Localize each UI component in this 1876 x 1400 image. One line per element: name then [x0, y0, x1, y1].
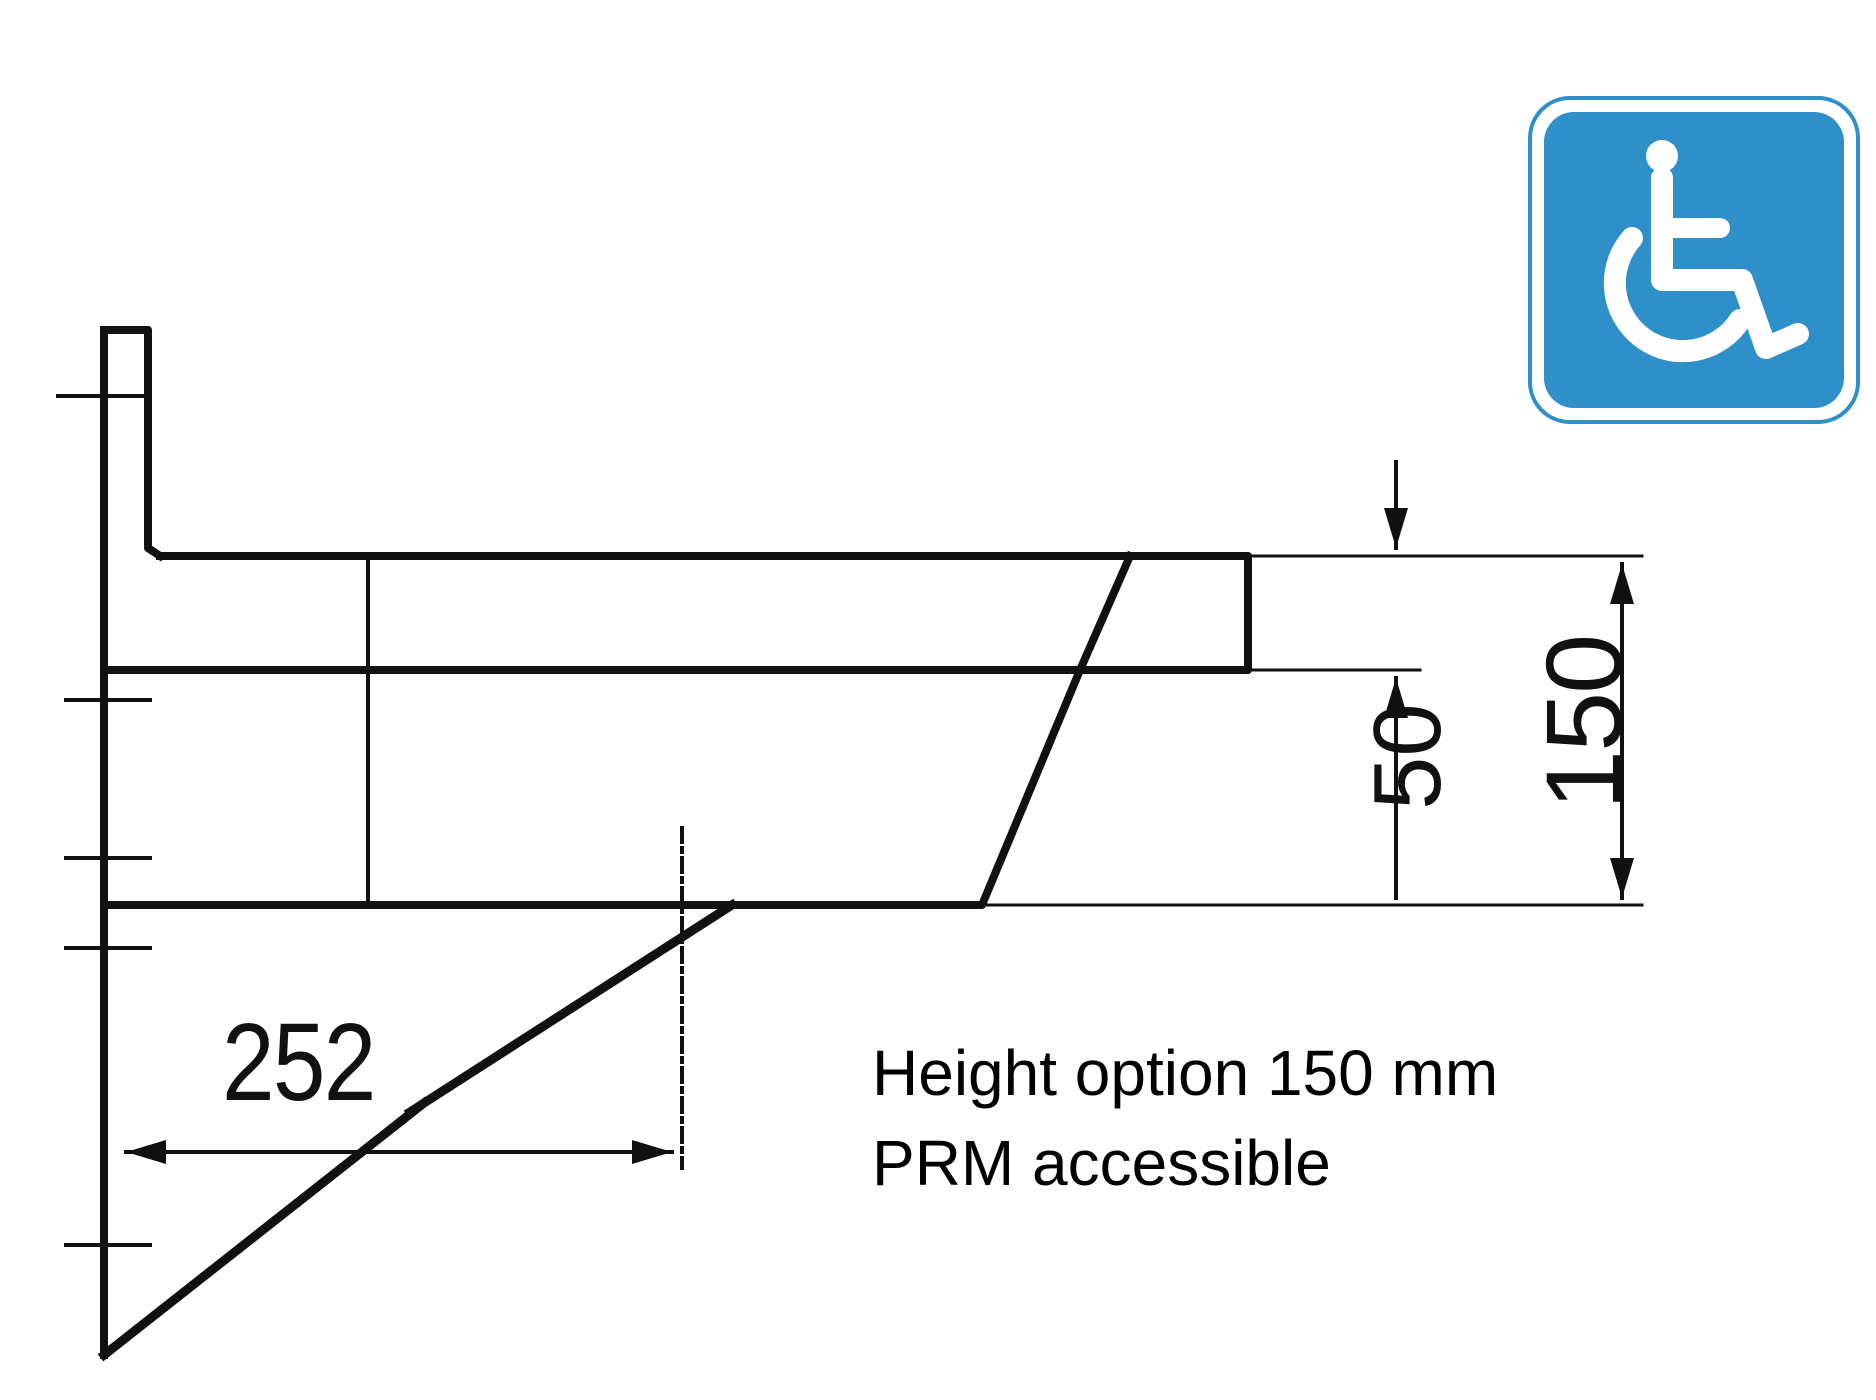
caption: Height option 150 mm PRM accessible: [872, 1028, 1498, 1208]
wall-plate: [100, 326, 166, 1359]
support-strut: [97, 898, 739, 1362]
shelf-top: [100, 552, 1252, 674]
basin-chamfer: [1077, 553, 1133, 673]
total-height-dimension-label: 150: [1523, 635, 1644, 810]
dimension-arrows: [126, 508, 1634, 1164]
accessibility-sign: [1528, 96, 1860, 424]
caption-height-option: Height option 150 mm: [872, 1037, 1499, 1109]
accessibility-sign-panel: [1544, 112, 1844, 408]
width-dimension-label: 252: [222, 1001, 376, 1124]
wheelchair-accessibility-icon: [1544, 112, 1844, 408]
fixing-marks: [56, 394, 152, 1247]
basin-outline: [100, 550, 1136, 909]
extension-lines: [980, 554, 1644, 907]
caption-accessibility: PRM accessible: [872, 1127, 1331, 1199]
inner-height-dimension-label: 50: [1354, 703, 1461, 810]
